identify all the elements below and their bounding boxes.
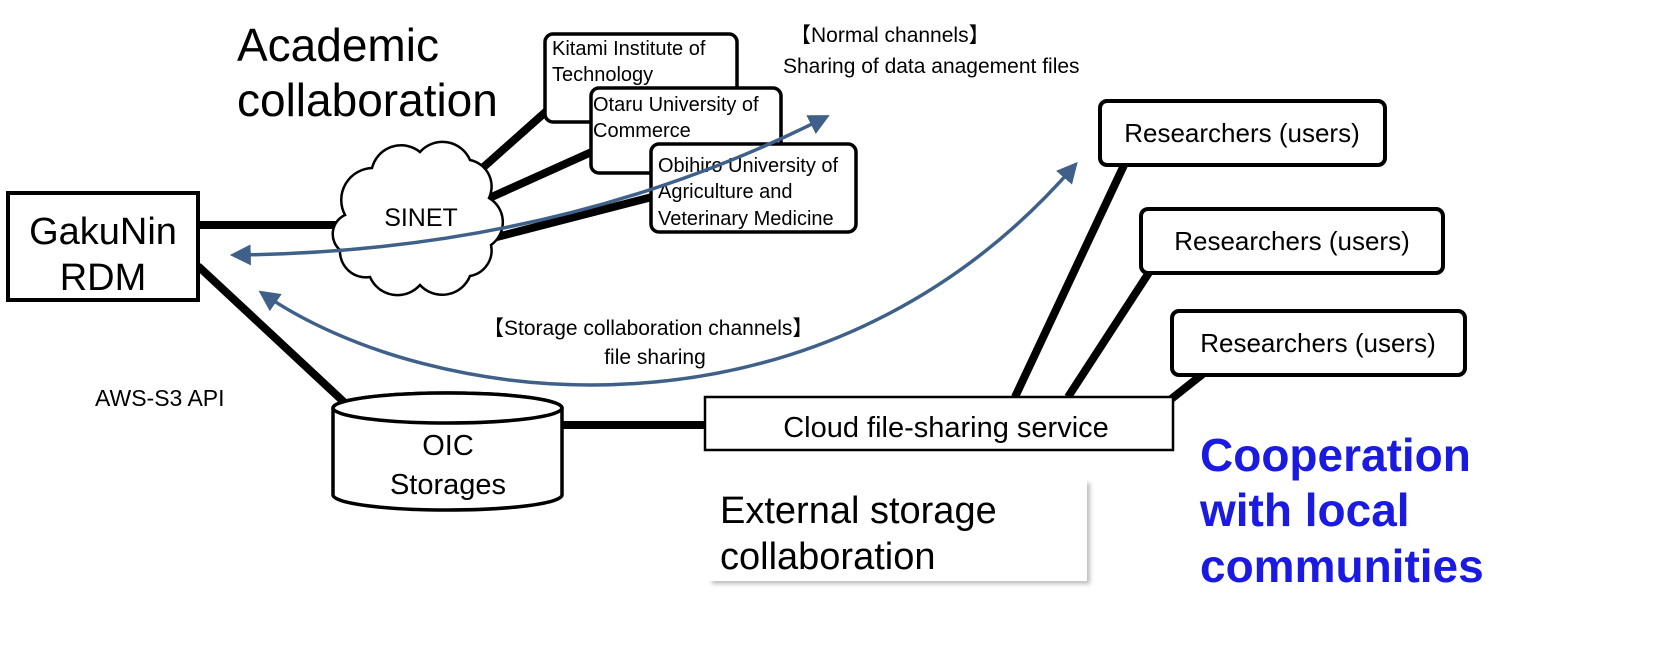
oic-storages-cylinder: OIC Storages (331, 391, 564, 512)
gakunin-rdm-label-line1: GakuNin (29, 211, 177, 253)
academic-collaboration-title-line1: Academic (237, 19, 439, 71)
gakunin-rdm-label-line2: RDM (60, 257, 147, 299)
obihiro-label-line1: Obihiro University of (658, 155, 839, 177)
sinet-otaru-link (483, 146, 598, 204)
oic-storages-label-line2: Storages (390, 469, 506, 501)
cooperation-with-local-communities: Cooperation with local communities (1199, 429, 1484, 592)
service-researchers-2-link (1064, 268, 1154, 400)
sinet-label: SINET (384, 204, 458, 232)
researchers-label-1: Researchers (users) (1124, 118, 1360, 148)
academic-collaboration-title-line2: collaboration (237, 74, 498, 126)
external-storage-label-line2: collaboration (720, 536, 935, 578)
cooperation-line1: Cooperation (1200, 429, 1471, 481)
aws-s3-api-label: AWS-S3 API (95, 385, 225, 411)
cooperation-line2: with local (1199, 484, 1410, 536)
researchers-box-3: Researchers (users) (1170, 309, 1467, 377)
service-researchers-3-link (1167, 369, 1207, 404)
storage-channels-title: 【Storage collaboration channels】 (483, 317, 813, 340)
gakunin-storage-link (195, 263, 348, 406)
service-researchers-1-link (1011, 161, 1129, 399)
kitami-label-line1: Kitami Institute of (552, 38, 706, 60)
researchers-label-3: Researchers (users) (1200, 328, 1436, 358)
obihiro-university-box: Obihiro University of Agriculture and Ve… (649, 142, 858, 234)
normal-channels-title: 【Normal channels】 (790, 24, 990, 47)
kitami-label-line2: Technology (552, 64, 653, 86)
cloud-file-sharing-service-box: Cloud file-sharing service (703, 395, 1175, 452)
gakunin-rdm-box: GakuNin RDM (6, 191, 200, 302)
oic-storages-label-line1: OIC (422, 430, 474, 462)
sinet-cloud: SINET (331, 140, 505, 297)
external-storage-collaboration-box: External storage collaboration (707, 478, 1090, 584)
storage-channels-arrow (258, 161, 1078, 387)
otaru-label-line2: Commerce (593, 120, 691, 142)
cloud-file-sharing-service-label: Cloud file-sharing service (783, 412, 1109, 444)
researchers-box-2: Researchers (users) (1139, 207, 1445, 275)
sinet-obihiro-link (484, 192, 657, 244)
external-storage-label-line1: External storage (720, 490, 997, 532)
researchers-box-1: Researchers (users) (1098, 99, 1387, 167)
researchers-label-2: Researchers (users) (1174, 226, 1410, 256)
storage-channels-description: file sharing (604, 346, 706, 369)
obihiro-label-line3: Veterinary Medicine (658, 208, 834, 230)
normal-channels-description: Sharing of data anagement files (783, 55, 1080, 78)
obihiro-label-line2: Agriculture and (658, 181, 793, 203)
otaru-label-line1: Otaru University of (593, 94, 759, 116)
cooperation-line3: communities (1200, 540, 1484, 592)
